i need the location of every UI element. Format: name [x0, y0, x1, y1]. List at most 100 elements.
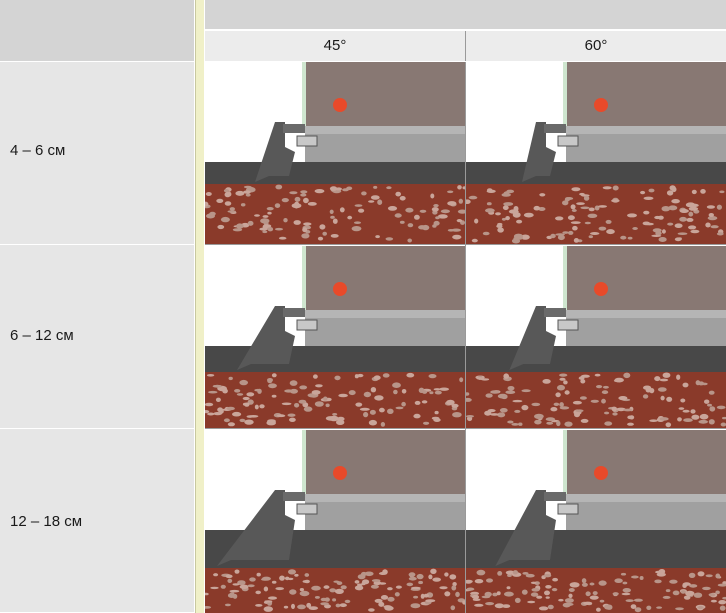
- gravel-stone: [227, 422, 235, 427]
- gravel-stone: [710, 225, 719, 229]
- gravel-stone: [405, 207, 414, 213]
- gravel-stone: [562, 200, 569, 206]
- gravel-stone: [414, 214, 420, 220]
- gravel-stone: [283, 605, 289, 609]
- gravel-stone: [302, 227, 308, 233]
- gravel-stone: [359, 407, 370, 411]
- wall-panel: [305, 62, 465, 126]
- gravel-stone: [380, 595, 389, 600]
- gravel-stone: [288, 569, 296, 575]
- gravel-stone: [259, 404, 265, 409]
- gravel-stone: [622, 588, 631, 593]
- diagram-cell: [205, 62, 465, 244]
- gravel-stone: [601, 390, 609, 395]
- anchor-bolt: [557, 135, 579, 147]
- gravel-stone: [499, 408, 508, 413]
- gravel-stone: [685, 590, 695, 597]
- gravel-stone: [514, 597, 521, 603]
- gravel-stone: [229, 592, 235, 595]
- top-slab: [566, 494, 726, 502]
- gravel-stone: [232, 411, 242, 417]
- gravel-stone: [512, 570, 518, 575]
- gravel-stone: [329, 588, 337, 593]
- gravel-stone: [339, 207, 345, 213]
- gravel-stone: [623, 372, 631, 379]
- gravel-stone: [538, 606, 549, 611]
- gravel-stone: [471, 594, 480, 600]
- gravel-stone: [568, 588, 575, 592]
- gravel-stone: [485, 208, 495, 213]
- gravel-stone: [275, 227, 283, 231]
- gravel-stone: [487, 188, 493, 192]
- gravel-stone: [474, 218, 479, 224]
- top-slab: [305, 310, 465, 318]
- gravel-stone: [410, 603, 421, 609]
- gravel-stone: [598, 580, 607, 586]
- gravel-stone: [665, 589, 671, 593]
- gravel-stone: [244, 419, 254, 425]
- gravel-stone: [533, 205, 541, 211]
- gravel-stone: [559, 377, 566, 381]
- gravel-stone: [224, 201, 232, 206]
- gravel-stone: [476, 377, 484, 380]
- gravel-stone: [344, 599, 351, 604]
- gravel-stone: [564, 421, 573, 427]
- marker-dot: [333, 466, 347, 480]
- gravel-stone: [705, 222, 711, 228]
- gravel-stone: [278, 236, 287, 240]
- gravel-stone: [329, 209, 334, 214]
- gravel-stone: [707, 216, 718, 221]
- gravel-stone: [255, 604, 263, 607]
- gravel-stone: [634, 607, 642, 613]
- edging-bracket: [522, 122, 556, 182]
- gravel-stone: [229, 207, 235, 211]
- gravel-stone: [434, 390, 442, 395]
- top-slab: [566, 126, 726, 134]
- gravel-stone: [323, 585, 330, 589]
- gravel-stone: [707, 403, 712, 407]
- gravel-stone: [291, 203, 302, 209]
- gravel-stone: [717, 583, 726, 587]
- gravel-stone: [688, 225, 697, 230]
- gravel-stone: [718, 600, 726, 605]
- gravel-stone: [485, 393, 493, 398]
- gravel-stone: [671, 186, 677, 193]
- gravel-stone: [267, 378, 273, 382]
- gravel-stone: [472, 598, 481, 601]
- gravel-stone: [462, 186, 465, 190]
- gravel-stone: [545, 596, 550, 599]
- gravel-stone: [716, 405, 726, 410]
- gravel-stone: [511, 238, 521, 244]
- gravel-stone: [708, 390, 715, 395]
- gravel-stone: [275, 184, 283, 190]
- marker-dot: [333, 98, 347, 112]
- gravel-stone: [495, 212, 501, 216]
- gravel-stone: [501, 217, 507, 221]
- gravel-stone: [625, 599, 634, 602]
- gravel-stone: [523, 212, 534, 218]
- gravel-stone: [579, 192, 585, 196]
- gravel-stone: [311, 390, 321, 395]
- gravel-stone: [562, 231, 569, 234]
- gravel-stone: [325, 403, 330, 408]
- gravel-stone: [656, 606, 662, 609]
- gravel-stone: [235, 190, 245, 196]
- gravel-stone: [377, 199, 383, 205]
- gravel-stone: [322, 231, 327, 236]
- gravel-stone: [255, 590, 261, 595]
- gravel-stone: [722, 596, 726, 600]
- gravel-stone: [572, 225, 578, 231]
- gravel-stone: [304, 573, 310, 577]
- gravel-stone: [227, 191, 232, 197]
- gravel-stone: [229, 589, 240, 593]
- gravel-stone: [556, 420, 561, 427]
- gravel-stone: [429, 391, 434, 395]
- gravel-stone: [701, 414, 707, 418]
- installation-diagram: [205, 246, 465, 428]
- gravel-stone: [354, 221, 361, 224]
- gravel-stone: [408, 572, 416, 577]
- gravel-stone: [631, 575, 639, 579]
- gravel-stone: [677, 417, 682, 422]
- gravel-stone: [414, 400, 421, 405]
- gravel-stone: [530, 581, 537, 584]
